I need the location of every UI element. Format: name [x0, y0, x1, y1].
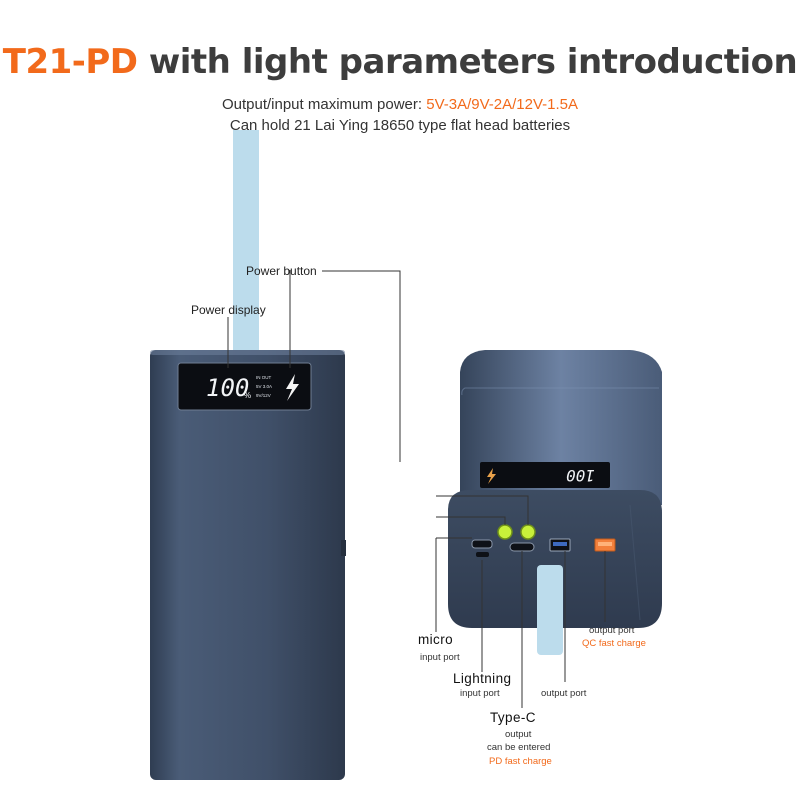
- label-micro-sub: input port: [420, 652, 460, 663]
- power-bank-end-view: 100: [448, 350, 662, 655]
- label-typec-can-be-entered: can be entered: [487, 742, 551, 753]
- display-percent-sign: %: [244, 391, 251, 400]
- subtitle-power-prefix: Output/input maximum power:: [221, 96, 427, 113]
- end-display-digits: 100: [566, 466, 595, 485]
- label-lightning: Lightning: [453, 671, 512, 686]
- label-power-button: Power button: [246, 264, 317, 278]
- subtitle-power: Output/input maximum power: 5V-3A/9V-2A/…: [0, 96, 800, 113]
- lanyard-strap-end: [537, 565, 563, 655]
- power-bank-end-face: [448, 490, 662, 628]
- power-bank-front: 100 % IN OUT 5V 3.0A 9V/12V: [150, 130, 346, 780]
- lightning-bolt-icon: [286, 374, 299, 401]
- display-percent: 100: [206, 374, 249, 402]
- display-window: [177, 362, 312, 411]
- lightning-port: [476, 552, 489, 557]
- label-typec-pd: PD fast charge: [489, 756, 552, 767]
- display-line-2: 5V 3.0A: [256, 384, 272, 389]
- label-qc-fast-charge: QC fast charge: [582, 638, 646, 649]
- label-qc-output: output port: [589, 625, 635, 636]
- lanyard-strap-back: [233, 130, 259, 352]
- leader-lines: [227, 270, 606, 708]
- title-rest: with light parameters introduction: [137, 42, 798, 82]
- micro-port: [471, 539, 493, 549]
- subtitle-power-values: 5V-3A/9V-2A/12V-1.5A: [426, 96, 579, 113]
- label-typec-output: output: [505, 729, 532, 740]
- subtitle-batteries: Can hold 21 Lai Ying 18650 type flat hea…: [229, 117, 571, 134]
- label-micro: micro: [418, 632, 453, 647]
- display-line-1: IN OUT: [256, 375, 272, 380]
- label-lightning-sub: input port: [460, 688, 500, 699]
- indicator-led-1: [497, 524, 513, 540]
- end-display-window: [480, 462, 610, 488]
- label-usb-output: output port: [541, 688, 587, 699]
- display-line-3: 9V/12V: [256, 393, 271, 398]
- page-title: T21-PD with light parameters introductio…: [0, 42, 800, 82]
- end-display-bolt-icon: [487, 468, 496, 484]
- typec-port: [509, 542, 535, 552]
- label-typec: Type-C: [490, 710, 536, 725]
- title-model: T21-PD: [2, 42, 138, 82]
- indicator-led-2: [520, 524, 536, 540]
- label-power-display: Power display: [191, 303, 266, 317]
- power-bank-body: [150, 350, 345, 780]
